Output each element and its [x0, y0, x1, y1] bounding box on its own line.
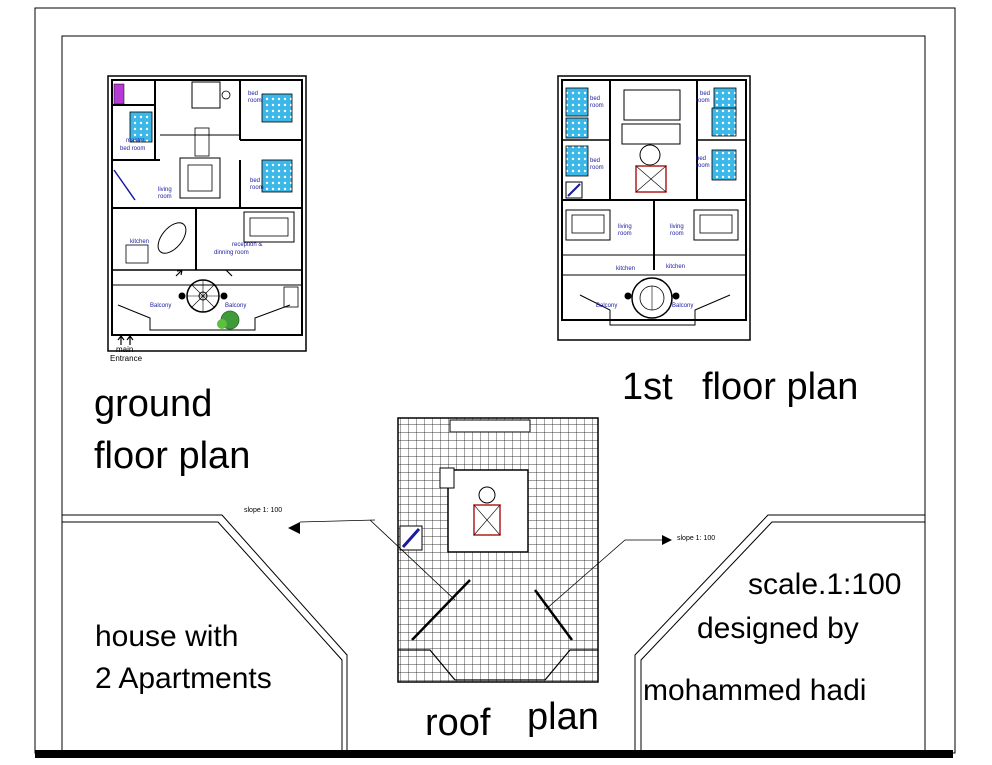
g-reception: reception & [232, 242, 262, 248]
f-living-room-1: living [618, 224, 632, 230]
roof-title-word1: roof [425, 702, 491, 744]
f-bed-room-1: bed [590, 96, 600, 102]
info-panels [62, 514, 925, 755]
designer-name: mohammed hadi [643, 674, 867, 707]
main-entrance-label-2: Entrance [110, 354, 143, 363]
designed-by-text: designed by [697, 612, 859, 645]
ground-title-line2: floor plan [94, 435, 251, 477]
ground-floor-plan: bed room master bed room living room bed… [107, 75, 307, 352]
first-title-label: floor plan [702, 366, 859, 408]
slope-label-right: slope 1: 100 [677, 535, 716, 542]
slope-label-left: slope 1: 100 [244, 507, 283, 514]
svg-text:room: room [590, 165, 604, 171]
svg-text:room: room [248, 98, 262, 104]
svg-text:room: room [618, 231, 632, 237]
g-master-bed-room: master [126, 138, 144, 144]
svg-text:room: room [670, 231, 684, 237]
f-balcony-right: Balcony [672, 303, 693, 309]
f-balcony-left: Balcony [596, 303, 617, 309]
g-kitchen: kitchen [130, 239, 149, 245]
ground-title-line1: ground [94, 383, 213, 425]
roof-title-word2: plan [527, 696, 599, 738]
roof-plan [299, 417, 665, 683]
g-balcony-right: Balcony [225, 303, 246, 309]
slope-arrow-left [288, 522, 300, 534]
f-bed-room-4: bed [696, 156, 706, 162]
f-living-room-2: living [670, 224, 684, 230]
svg-text:room: room [250, 185, 264, 191]
svg-text:room: room [158, 194, 172, 200]
svg-text:bed room: bed room [120, 146, 145, 152]
project-name-line2: 2 Apartments [95, 662, 272, 695]
f-bed-room-3: bed [590, 158, 600, 164]
first-floor-plan: bed room bed room bed room bed room livi… [557, 75, 751, 341]
g-living-room: living [158, 187, 172, 193]
svg-text:room: room [696, 163, 710, 169]
scale-text: scale.1:100 [748, 568, 902, 601]
sheet-frame [34, 7, 956, 758]
g-bed-room-1: bed [248, 91, 258, 97]
main-entrance-label-1: main [116, 345, 134, 354]
g-balcony-left: Balcony [150, 303, 171, 309]
g-bed-room-2: bed [250, 178, 260, 184]
slope-arrow-right [662, 535, 672, 545]
f-bed-room-2: bed [700, 91, 710, 97]
f-kitchen-2: kitchen [666, 264, 685, 270]
first-title-ordinal: 1st [622, 366, 673, 408]
project-name-line1: house with [95, 620, 239, 653]
f-kitchen-1: kitchen [616, 266, 635, 272]
svg-text:dinning room: dinning room [214, 250, 249, 256]
svg-text:room: room [590, 103, 604, 109]
svg-text:room: room [696, 98, 710, 104]
